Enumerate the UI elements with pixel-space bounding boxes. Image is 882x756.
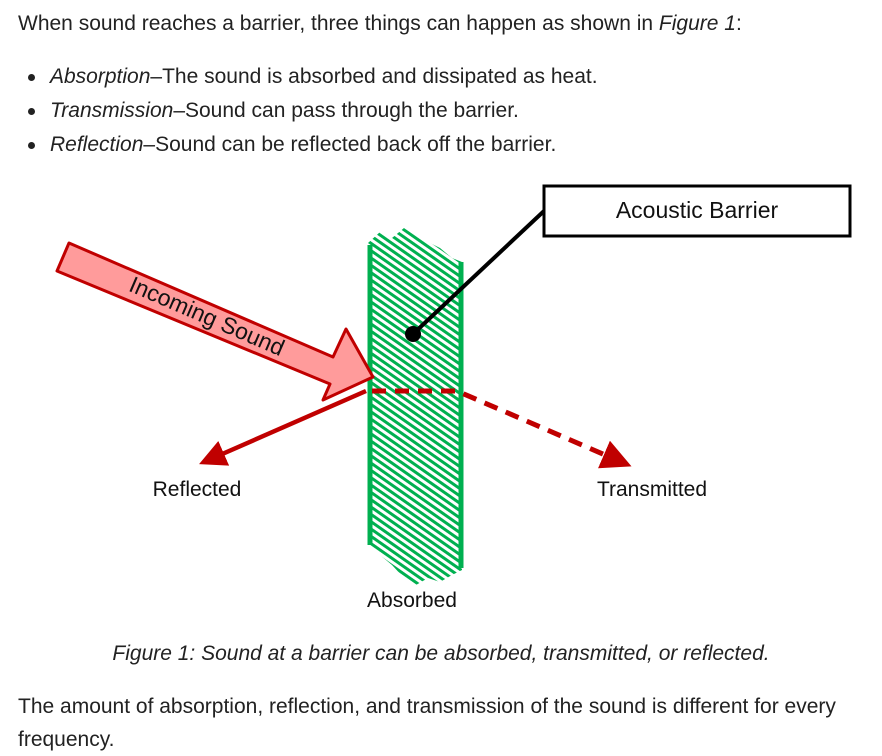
barrier-hatch bbox=[368, 228, 462, 585]
outro-paragraph: The amount of absorption, reflection, an… bbox=[18, 695, 836, 751]
description-transmission: Sound can pass through the barrier. bbox=[185, 99, 519, 122]
term-reflection: Reflection bbox=[50, 133, 144, 156]
incoming-arrow-label: Incoming Sound bbox=[126, 271, 289, 361]
callout-pointer-dot bbox=[405, 326, 421, 342]
term-separator: – bbox=[150, 65, 163, 88]
absorbed-label: Absorbed bbox=[367, 589, 457, 612]
term-absorption: Absorption bbox=[50, 65, 151, 88]
term-transmission: Transmission bbox=[50, 99, 174, 122]
figure-reference: Figure 1 bbox=[658, 12, 736, 35]
barrier-callout: Acoustic Barrier bbox=[405, 184, 852, 342]
list-item-absorption: Absorption – The sound is absorbed and d… bbox=[22, 60, 598, 94]
intro-paragraph: When sound reaches a barrier, three thin… bbox=[18, 12, 742, 36]
incoming-arrow-shape bbox=[55, 241, 375, 402]
intro-suffix: : bbox=[735, 12, 742, 35]
bullet-dot bbox=[28, 73, 35, 81]
callout-box bbox=[542, 184, 852, 238]
transmitted-path bbox=[372, 388, 632, 469]
reflected-arrow bbox=[199, 388, 367, 466]
callout-label: Acoustic Barrier bbox=[616, 197, 779, 223]
list-item-transmission: Transmission – Sound can pass through th… bbox=[22, 94, 598, 128]
intro-text: When sound reaches a barrier, three thin… bbox=[18, 12, 659, 35]
description-absorption: The sound is absorbed and dissipated as … bbox=[162, 65, 598, 88]
effects-list: Absorption – The sound is absorbed and d… bbox=[22, 60, 598, 162]
reflected-label: Reflected bbox=[153, 478, 242, 501]
acoustic-barrier bbox=[367, 228, 464, 585]
bullet-dot bbox=[28, 141, 35, 149]
barrier-diagram: Acoustic Barrier Incoming Sound Reflecte… bbox=[55, 184, 852, 612]
term-separator: – bbox=[173, 99, 185, 122]
list-item-reflection: Reflection – Sound can be reflected back… bbox=[22, 128, 598, 162]
bullet-dot bbox=[28, 107, 35, 115]
figure-caption: Figure 1: Sound at a barrier can be abso… bbox=[112, 642, 770, 665]
description-reflection: Sound can be reflected back off the barr… bbox=[155, 133, 557, 156]
incoming-sound-arrow: Incoming Sound bbox=[55, 241, 375, 402]
transmitted-label: Transmitted bbox=[597, 478, 707, 501]
callout-pointer bbox=[411, 209, 546, 336]
term-separator: – bbox=[143, 133, 156, 156]
